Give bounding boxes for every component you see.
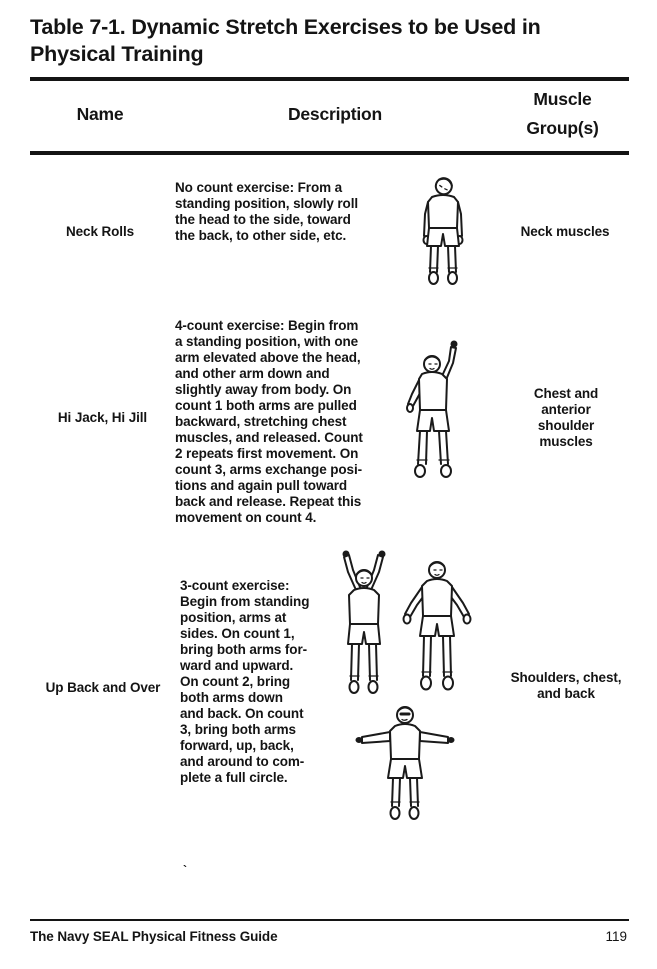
figure-one-arm-raised [402, 336, 466, 488]
figure-neck-roll [416, 170, 470, 290]
row-3-name: Up Back and Over [45, 680, 161, 695]
column-header-muscle-group: Muscle Group(s) [526, 89, 599, 138]
row-3-description: 3-count exercise: Begin from standing po… [180, 578, 310, 785]
figure-arms-down-back [397, 558, 477, 700]
row-1-name: Neck Rolls [65, 224, 135, 239]
man-arms-overhead-illustration [342, 550, 386, 694]
table-title: Table 7-1. Dynamic Stretch Exercises to … [30, 15, 541, 66]
man-head-rolled-forward-illustration [422, 177, 464, 285]
row-2-description: 4-count exercise: Begin from a standing … [175, 318, 363, 525]
figure-t-pose [352, 703, 458, 826]
stray-scan-mark: ` [183, 863, 187, 877]
figure-arms-overhead [336, 546, 391, 700]
man-arms-out-sides-illustration [355, 706, 455, 820]
man-arms-down-back-illustration [402, 561, 472, 691]
footer-rule [30, 919, 629, 921]
man-one-arm-raised-illustration [406, 340, 458, 478]
footer-book-title: The Navy SEAL Physical Fitness Guide [30, 929, 278, 944]
column-header-name: Name [76, 104, 124, 124]
footer-page-number: 119 [605, 929, 627, 944]
column-header-description: Description [287, 104, 383, 124]
table-top-rule [30, 77, 629, 81]
row-3-muscle-group: Shoulders, chest, and back [510, 670, 622, 701]
row-2-muscle-group: Chest and anterior shoulder muscles [533, 386, 599, 449]
row-2-name: Hi Jack, Hi Jill [57, 410, 148, 425]
table-header-rule [30, 151, 629, 155]
row-1-description: No count exercise: From a standing posit… [175, 180, 359, 243]
row-1-muscle-group: Neck muscles [520, 224, 610, 239]
